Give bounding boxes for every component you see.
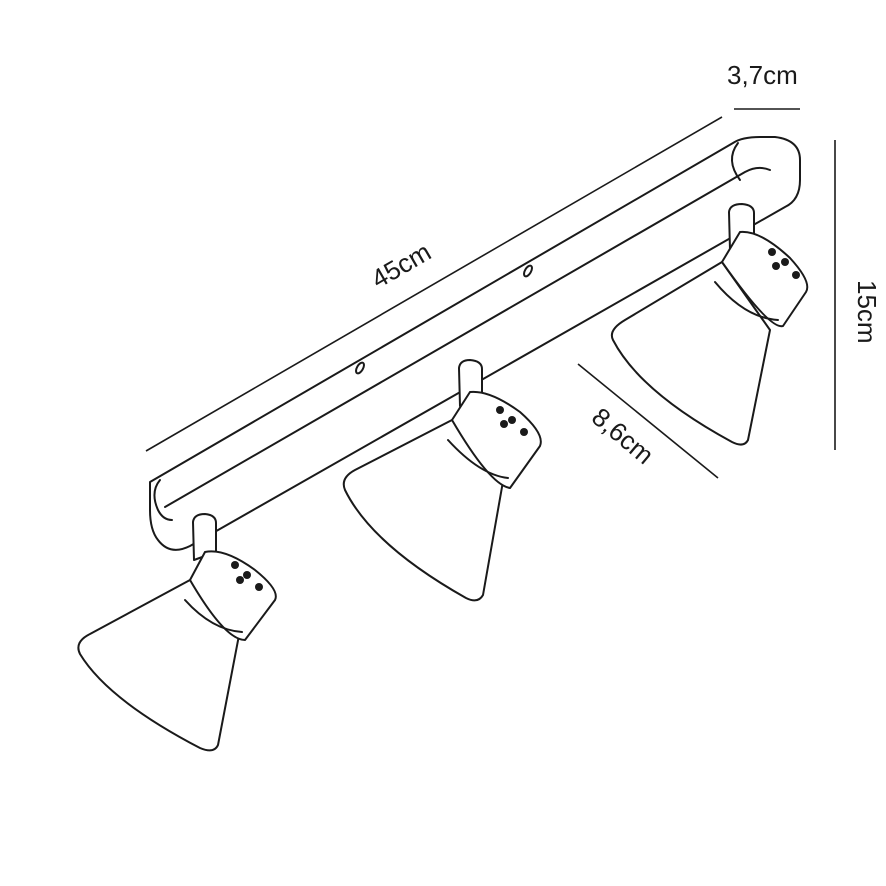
spotlight-middle [342,359,542,602]
screw-hole [355,361,365,375]
screw-hole [523,264,533,278]
mounting-bar [149,136,801,551]
spotlight-left [77,513,277,752]
height-label: 15cm [852,280,882,344]
spot-label: 8,6cm [586,402,660,470]
spot-dimension-line [577,363,719,479]
spotlight-right [610,203,809,446]
length-label: 45cm [366,236,436,294]
length-dimension-line [145,116,723,452]
depth-label: 3,7cm [727,60,798,90]
